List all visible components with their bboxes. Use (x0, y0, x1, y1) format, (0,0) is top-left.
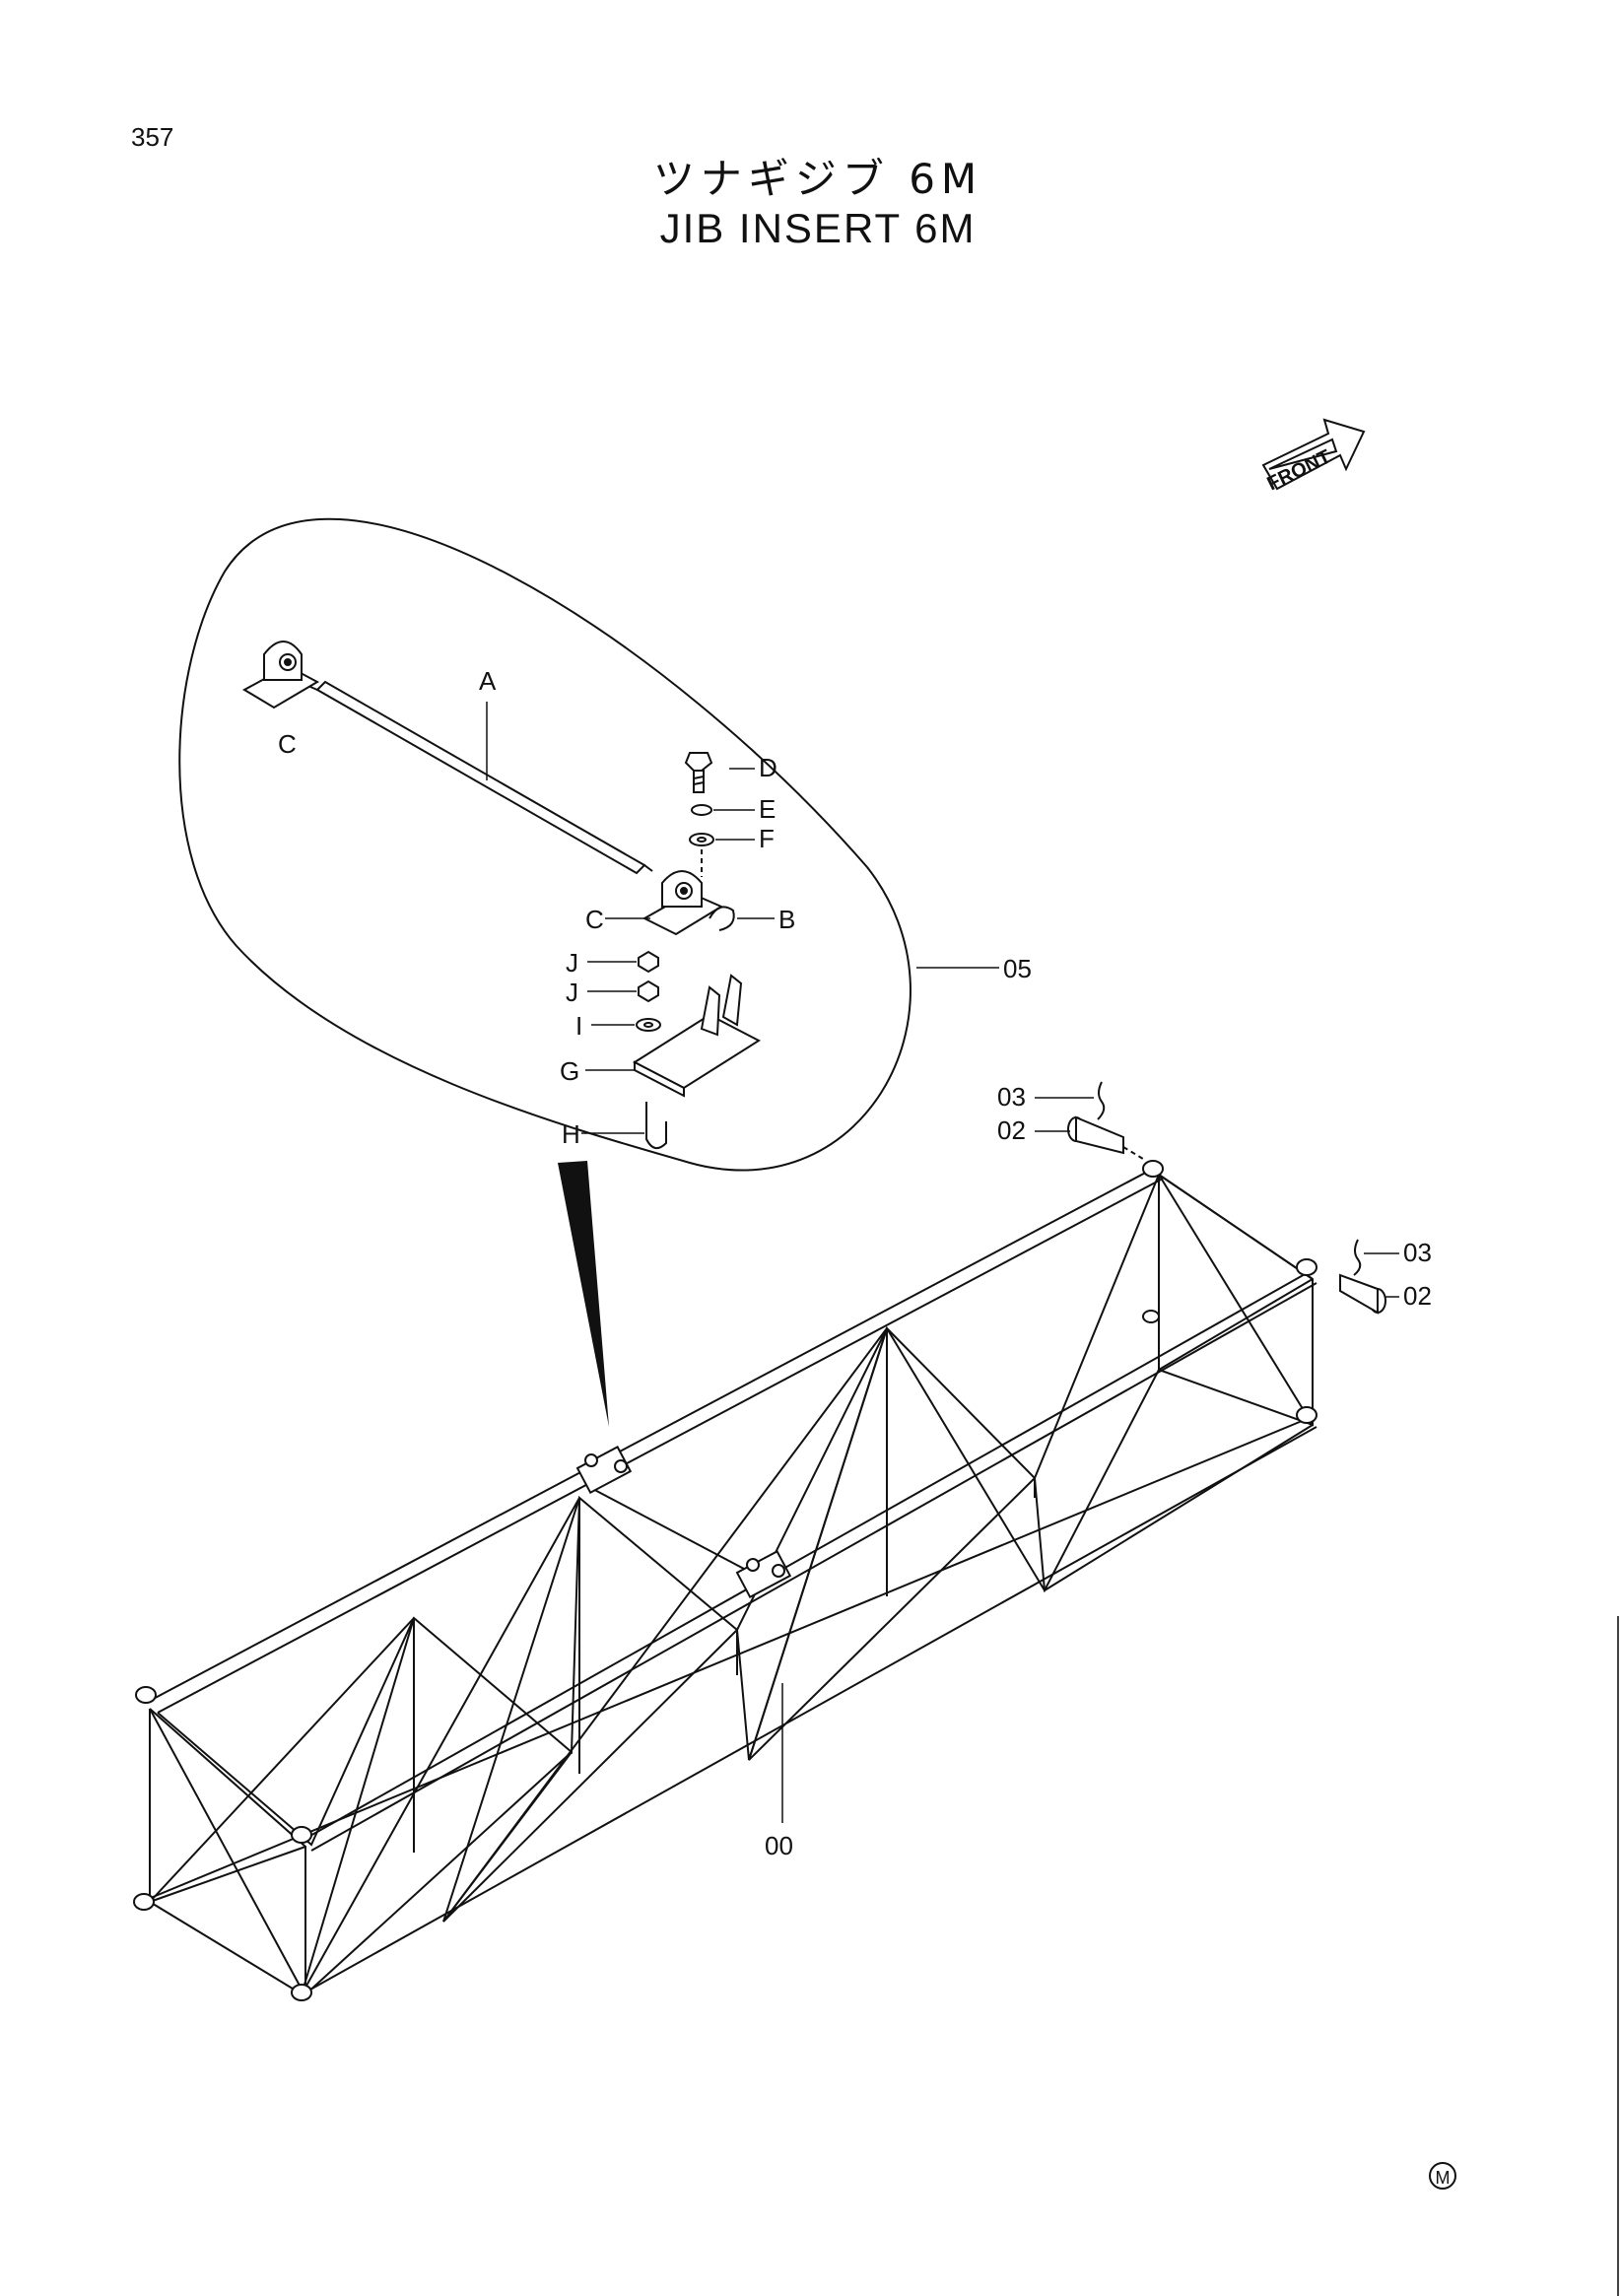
frame-support-brackets (575, 1446, 792, 1599)
snap-ring-part (709, 906, 735, 931)
bearing-block-lower (642, 870, 724, 936)
title-japanese: ツナギジブ 6M (652, 155, 983, 203)
leader-lines (486, 702, 1399, 1823)
label-03-right: 03 (1403, 1238, 1432, 1267)
page-number: 357 (131, 122, 174, 152)
bracket-part (632, 974, 762, 1098)
detail-bubble (178, 517, 912, 1427)
u-bolt-part (645, 1102, 667, 1150)
lock-washer-part (691, 804, 712, 816)
label-g: G (560, 1056, 579, 1086)
clip-part (1097, 1081, 1362, 1276)
label-05: 05 (1003, 954, 1032, 983)
nut-part (638, 950, 659, 1003)
label-03-left: 03 (997, 1082, 1026, 1112)
label-a: A (479, 666, 497, 696)
mark-m-letter: M (1436, 2168, 1451, 2188)
label-00: 00 (765, 1831, 793, 1860)
label-02-left: 02 (997, 1115, 1026, 1145)
flat-washer-part (689, 833, 714, 846)
bearing-block-upper (241, 641, 320, 709)
label-b: B (778, 905, 795, 934)
label-c-upper: C (278, 729, 297, 759)
pin-part (1067, 1115, 1386, 1315)
label-h: H (562, 1119, 580, 1149)
label-f: F (759, 824, 775, 853)
jib-frame (145, 1168, 1317, 1998)
washer-part (636, 1018, 661, 1032)
label-i: I (575, 1011, 582, 1041)
label-e: E (759, 794, 776, 824)
label-d: D (759, 753, 777, 782)
circled-m-mark: M (1429, 2162, 1456, 2190)
label-j-upper: J (566, 948, 578, 978)
label-j-lower: J (566, 978, 578, 1007)
shaft-part (303, 680, 653, 875)
bolt-part (684, 752, 713, 793)
label-02-right: 02 (1403, 1281, 1432, 1311)
frame-lugs (133, 1160, 1317, 2001)
front-arrow-icon (1261, 418, 1366, 491)
label-c-lower: C (585, 905, 604, 934)
title-english: JIB INSERT 6M (659, 205, 977, 251)
